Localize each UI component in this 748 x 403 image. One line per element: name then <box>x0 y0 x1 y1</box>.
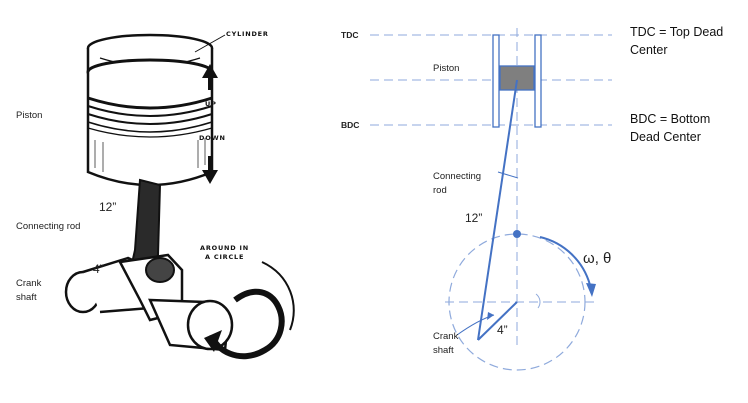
connecting-rod-line <box>477 79 518 341</box>
crank-radius-label: 4” <box>93 262 104 276</box>
cylinder-wall-right <box>534 34 542 128</box>
around-label-line2: A CIRCLE <box>205 253 245 261</box>
rod-length-schematic-label: 12” <box>465 211 483 225</box>
rotation-arrow <box>209 289 285 360</box>
connecting-rod-label: Connecting rod <box>16 221 81 232</box>
bdc-definition-line2: Dead Center <box>630 130 701 144</box>
crank-radius-schematic-label: 4” <box>497 323 508 337</box>
tdc-label: TDC <box>341 30 359 40</box>
tdc-definition-line2: Center <box>630 43 668 57</box>
crank-schematic-label-line1: Crank <box>433 331 459 342</box>
up-label: UP <box>205 100 217 108</box>
piston-schematic-label: Piston <box>433 63 460 74</box>
connecting-rod-schematic-label-line2: rod <box>433 185 447 196</box>
omega-arrow <box>539 236 591 286</box>
around-label-line1: AROUND IN <box>200 244 249 252</box>
crank-shaft-label-line1: Crank <box>16 278 42 289</box>
bdc-label: BDC <box>341 120 360 130</box>
piston-label: Piston <box>16 110 43 121</box>
tdc-definition-line1: TDC = Top Dead <box>630 25 724 39</box>
crank-top-point <box>513 230 521 238</box>
up-arrow-icon <box>202 64 218 90</box>
omega-theta-label: ω, θ <box>583 250 612 267</box>
connecting-rod-schematic-label-line1: Connecting <box>433 171 482 182</box>
crank-arm <box>477 301 518 341</box>
crank-schematic-label-line2: shaft <box>433 345 454 356</box>
down-label: DOWN <box>199 134 226 142</box>
bdc-definition-line1: BDC = Bottom <box>630 112 711 126</box>
crank-shaft-label-line2: shaft <box>16 292 37 303</box>
rod-length-label: 12” <box>99 200 117 214</box>
cylinder-label: CYLINDER <box>226 30 269 38</box>
cylinder-wall-left <box>492 34 500 128</box>
down-arrow-icon <box>202 156 218 184</box>
